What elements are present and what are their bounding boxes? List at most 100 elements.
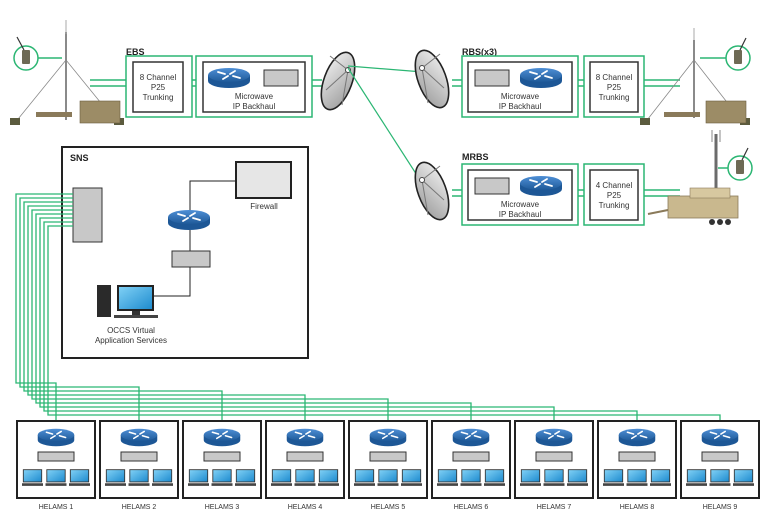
helams-label: HELAMS 5: [371, 504, 406, 511]
laptop-icon: [650, 469, 671, 486]
laptop-icon: [377, 469, 399, 486]
helams-unit: HELAMS 6: [431, 420, 511, 511]
laptop-icon: [520, 469, 541, 486]
firewall-label: Firewall: [250, 202, 278, 211]
helams-label: HELAMS 2: [122, 504, 157, 511]
mrbs-router-icon: [519, 175, 563, 197]
helams-unit: HELAMS 8: [597, 420, 677, 511]
laptop-icon: [543, 469, 565, 486]
fiber-link: [47, 225, 721, 421]
sns-site: SNS Firewall OCCS Virtual Application Se…: [61, 146, 309, 359]
helams-switch-icon: [120, 451, 158, 462]
laptop-icon: [271, 469, 292, 486]
rbs-tower-icon: [640, 28, 750, 125]
laptop-icon: [152, 469, 173, 486]
laptop-icon: [484, 469, 505, 486]
mrbs-trailer-icon: [647, 130, 739, 225]
ebs-trunking-line3: Trunking: [143, 93, 174, 102]
mrbs-label: MRBS: [462, 152, 489, 162]
helams-router-icon: [700, 428, 740, 447]
fiber-link: [31, 209, 389, 421]
helams-unit: HELAMS 7: [514, 420, 594, 511]
helams-router-icon: [36, 428, 76, 447]
helams-switch-icon: [618, 451, 656, 462]
helams-unit: HELAMS 9: [680, 420, 760, 511]
rbs-trunking-line1: 8 Channel: [596, 73, 633, 82]
helams-router-icon: [451, 428, 491, 447]
laptop-icon: [733, 469, 754, 486]
mrbs-trunking-line2: P25: [607, 191, 622, 200]
microwave-link-rbs: [347, 65, 424, 73]
laptop-icon: [626, 469, 648, 486]
sns-server-icon: [171, 250, 211, 268]
rbs-trunking-box: [589, 61, 639, 113]
laptop-icon: [69, 469, 90, 486]
laptop-icon: [460, 469, 482, 486]
laptop-icon: [22, 469, 43, 486]
laptop-icon: [354, 469, 375, 486]
firewall-icon: [235, 161, 292, 199]
sns-label: SNS: [70, 153, 89, 163]
ebs-site: EBS 8 Channel P25 Trunking Microwave IP …: [10, 20, 358, 125]
helams-unit: HELAMS 5: [348, 420, 428, 511]
helams-switch-icon: [369, 451, 407, 462]
mrbs-trunking-line1: 4 Channel: [596, 181, 633, 190]
sns-router-icon: [167, 209, 211, 231]
ebs-label: EBS: [126, 47, 145, 57]
helams-router-icon: [285, 428, 325, 447]
laptop-icon: [294, 469, 316, 486]
helams-router-icon: [368, 428, 408, 447]
laptop-icon: [211, 469, 233, 486]
ebs-trunking-line2: P25: [151, 83, 166, 92]
rbs-backhaul-line1: Microwave: [501, 92, 540, 101]
rbs-site: RBS(x3) Microwave IP Backhaul 8 Channel …: [412, 28, 751, 125]
laptop-icon: [603, 469, 624, 486]
rbs-trunking-line3: Trunking: [599, 93, 630, 102]
fiber-link: [27, 205, 306, 421]
helams-switch-icon: [701, 451, 739, 462]
helams-label: HELAMS 8: [620, 504, 655, 511]
laptop-icon: [401, 469, 422, 486]
laptop-icon: [709, 469, 731, 486]
mrbs-backhaul-line1: Microwave: [501, 200, 540, 209]
helams-unit: HELAMS 4: [265, 420, 345, 511]
helams-switch-icon: [286, 451, 324, 462]
helams-label: HELAMS 6: [454, 504, 489, 511]
laptop-icon: [188, 469, 209, 486]
helams-switch-icon: [452, 451, 490, 462]
helams-label: HELAMS 3: [205, 504, 240, 511]
laptop-icon: [128, 469, 150, 486]
rbs-backhaul-line2: IP Backhaul: [499, 102, 542, 111]
mrbs-site: MRBS Microwave IP Backhaul 4 Channel P25…: [412, 130, 753, 226]
helams-router-icon: [119, 428, 159, 447]
occs-label-line1: OCCS Virtual: [107, 326, 155, 335]
microwave-link-mrbs: [347, 67, 423, 184]
occs-workstation-icon: [97, 285, 158, 318]
mrbs-trunking-line3: Trunking: [599, 201, 630, 210]
occs-label-line2: Application Services: [95, 336, 167, 345]
fiber-link: [43, 221, 638, 421]
helams-label: HELAMS 7: [537, 504, 572, 511]
fiber-link: [35, 213, 472, 421]
sns-switch-icon: [72, 187, 103, 243]
fiber-link: [15, 193, 73, 421]
laptop-icon: [686, 469, 707, 486]
ebs-router-icon: [207, 67, 251, 89]
helams-unit: HELAMS 3: [182, 420, 262, 511]
rbs-label: RBS(x3): [462, 47, 497, 57]
mrbs-dish-icon: [412, 160, 452, 222]
ebs-backhaul-line1: Microwave: [235, 92, 274, 101]
laptop-icon: [567, 469, 588, 486]
fiber-link: [19, 197, 140, 421]
laptop-icon: [105, 469, 126, 486]
helams-switch-icon: [203, 451, 241, 462]
ebs-dish-icon: [318, 50, 358, 112]
rbs-router-icon: [519, 67, 563, 89]
mrbs-radio-unit-icon: [474, 177, 510, 195]
fiber-link: [39, 217, 555, 421]
laptop-icon: [45, 469, 67, 486]
helams-label: HELAMS 1: [39, 504, 74, 511]
ebs-backhaul-line2: IP Backhaul: [233, 102, 276, 111]
ebs-trunking-line1: 8 Channel: [140, 73, 177, 82]
rbs-radio-unit-icon: [474, 69, 510, 87]
